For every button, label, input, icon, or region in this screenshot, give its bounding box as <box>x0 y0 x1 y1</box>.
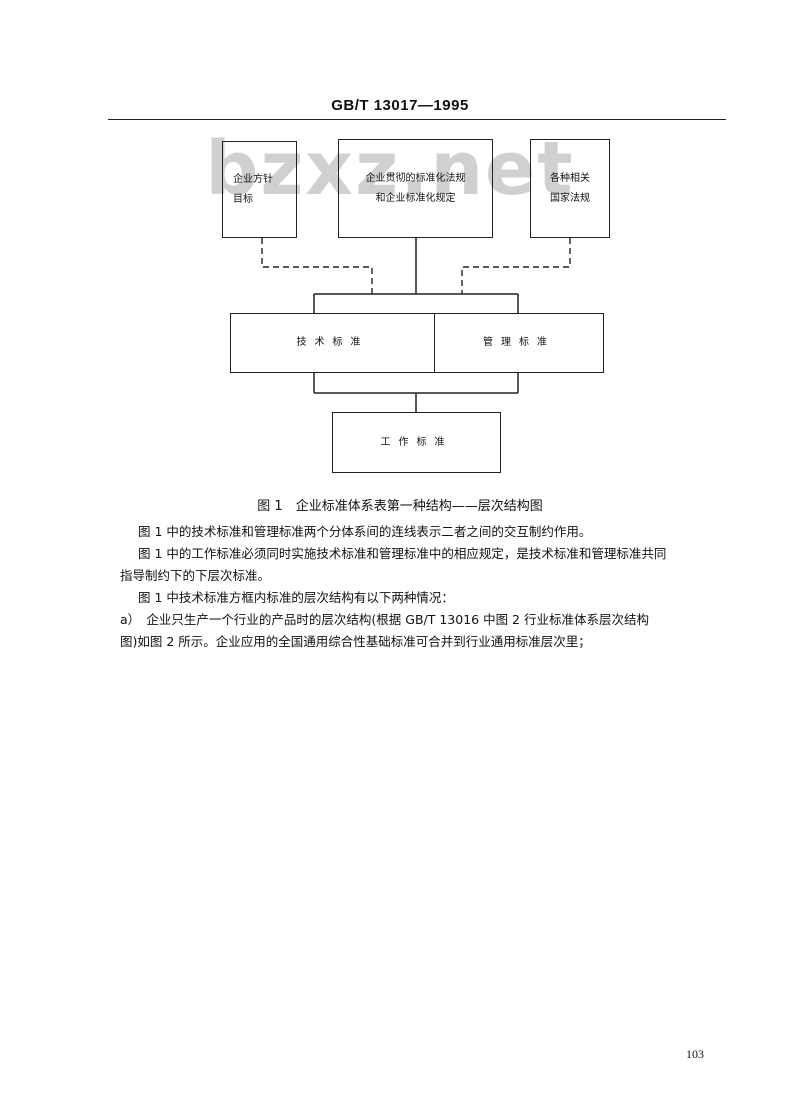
paragraph-2-cont: 指导制约下的下层次标准。 <box>120 568 271 583</box>
dashed-related-link <box>461 238 571 294</box>
policy-label-2: 目标 <box>233 193 253 205</box>
box-management-standards: 管理标准 <box>434 313 604 373</box>
page-number: 103 <box>686 1047 704 1061</box>
policy-label-1: 企业方针 <box>233 173 273 185</box>
list-item-a-cont: 图)如图 2 所示。企业应用的全国通用综合性基础标准可合并到行业通用标准层次里； <box>120 634 591 649</box>
work-label: 工作标准 <box>380 436 453 448</box>
box-related-laws: 各种相关 国家法规 <box>530 139 610 238</box>
paragraph-2: 图 1 中的工作标准必须同时实施技术标准和管理标准中的相应规定，是技术标准和管理… <box>138 546 667 561</box>
related-label-2: 国家法规 <box>550 192 590 204</box>
related-label-1: 各种相关 <box>550 172 590 184</box>
paragraph-3: 图 1 中技术标准方框内标准的层次结构有以下两种情况： <box>138 590 454 605</box>
standard-code-header: GB/T 13017—1995 <box>331 97 469 114</box>
box-enterprise-policy: 企业方针 目标 <box>222 141 297 238</box>
box-technical-standards: 技术标准 <box>230 313 435 373</box>
list-item-a: a） 企业只生产一个行业的产品时的层次结构(根据 GB/T 13016 中图 2… <box>120 612 649 627</box>
laws-label-2: 和企业标准化规定 <box>375 192 456 204</box>
figure-caption: 图 1 企业标准体系表第一种结构——层次结构图 <box>257 499 543 514</box>
paragraph-1: 图 1 中的技术标准和管理标准两个分体系间的连线表示二者之间的交互制约作用。 <box>138 524 592 539</box>
management-label: 管理标准 <box>483 337 555 348</box>
box-work-standards: 工作标准 <box>332 412 501 473</box>
technical-label: 技术标准 <box>296 337 369 348</box>
watermark-logo: bzxz.net <box>205 126 575 212</box>
header-rule <box>108 119 726 120</box>
dashed-policy-link <box>261 238 373 294</box>
box-standardization-laws: 企业贯彻的标准化法规 和企业标准化规定 <box>338 139 493 238</box>
laws-label-1: 企业贯彻的标准化法规 <box>365 172 466 184</box>
